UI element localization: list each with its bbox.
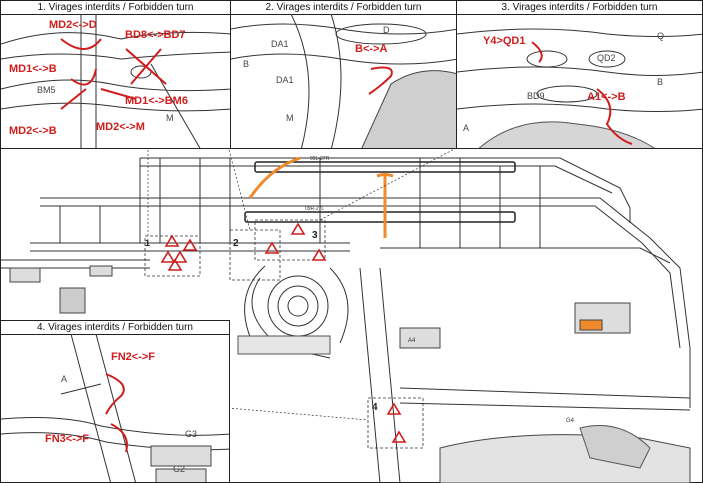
restriction-label-md1-bm6: MD1<->BM6 (125, 95, 188, 107)
panel-2-drawing (231, 14, 456, 148)
restriction-label-fn3-f: FN3<->F (45, 433, 90, 445)
restriction-label-md2-d: MD2<->D (49, 19, 97, 31)
taxiway-label-q: Q (657, 31, 665, 41)
airport-map: 09L-27R 09R-27L (0, 148, 703, 483)
area-label-a4: A4 (408, 338, 416, 344)
taxiway-label-b: B (243, 59, 250, 69)
restriction-label-md2-b: MD2<->B (9, 125, 57, 137)
restriction-label-y4-qd1: Y4>QD1 (483, 35, 526, 47)
panel-3-drawing (457, 28, 702, 148)
runway-label-south: 09R-27L (305, 206, 324, 212)
hotspot-number-4: 4 (372, 402, 378, 413)
restriction-label-bd8-bd7: BD8<->BD7 (125, 29, 186, 41)
taxiway-label-qd2: QD2 (597, 53, 616, 63)
panel-title: 2. Virages interdits / Forbidden turn (231, 1, 456, 15)
restriction-label-b-a: B<->A (355, 43, 388, 55)
restriction-label-a1-b: A1<->B (587, 91, 626, 103)
taxiway-label-da1-lower: DA1 (276, 75, 294, 85)
area-label-g4: G4 (566, 418, 575, 424)
panel-forbidden-turn-3: 3. Virages interdits / Forbidden turn Y4… (456, 0, 703, 149)
runway-label-north: 09L-27R (310, 156, 330, 162)
panel-4-drawing (1, 334, 229, 482)
taxiway-label-a: A (61, 374, 68, 384)
panel-title: 3. Virages interdits / Forbidden turn (457, 1, 702, 15)
hotspot-number-3: 3 (312, 230, 318, 241)
taxiway-label-g2: G2 (173, 464, 186, 474)
taxiway-label-a: A (463, 123, 470, 133)
hotspot-number-2: 2 (233, 238, 239, 249)
taxiway-label-m: M (166, 113, 174, 123)
restriction-label-md2-m: MD2<->M (96, 121, 145, 133)
panel-title: 4. Virages interdits / Forbidden turn (1, 321, 229, 335)
panel-forbidden-turn-1: 1. Virages interdits / Forbidden turn MD… (0, 0, 231, 149)
restriction-label-fn2-f: FN2<->F (111, 351, 156, 363)
panel-forbidden-turn-2: 2. Virages interdits / Forbidden turn B<… (230, 0, 457, 149)
taxiway-label-da1: DA1 (271, 39, 289, 49)
taxiway-label-m: M (286, 113, 294, 123)
taxiway-label-g3: G3 (185, 429, 198, 439)
restriction-label-md1-b: MD1<->B (9, 63, 57, 75)
hotspot-number-1: 1 (145, 238, 150, 248)
taxiway-label-d: D (383, 25, 390, 35)
panel-1-drawing (1, 14, 230, 148)
taxiway-label-bm5: BM5 (37, 85, 56, 95)
panel-title: 1. Virages interdits / Forbidden turn (1, 1, 230, 15)
taxiway-label-b: B (657, 77, 664, 87)
taxiway-label-bd9: BD9 (527, 91, 545, 101)
panel-forbidden-turn-4: 4. Virages interdits / Forbidden turn FN… (0, 320, 230, 483)
